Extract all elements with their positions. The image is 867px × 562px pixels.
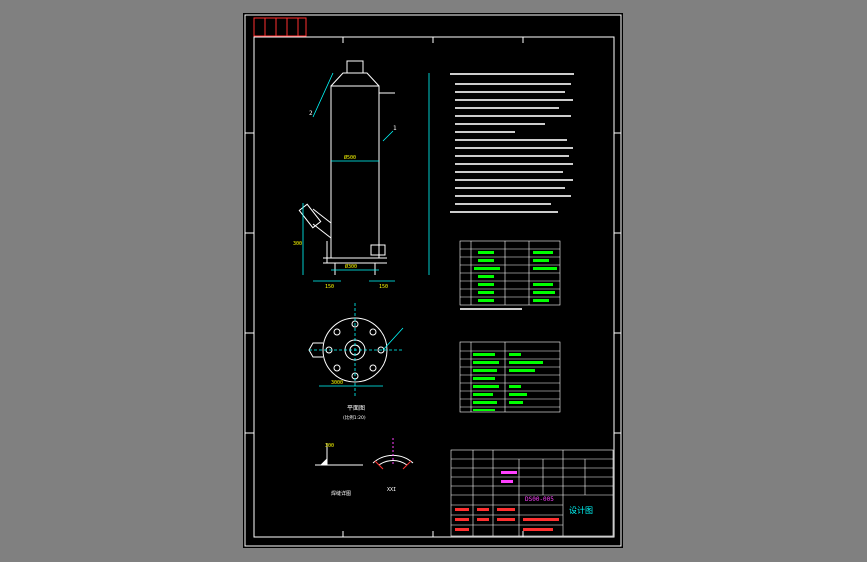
frame-ticks <box>245 37 621 537</box>
tank-elevation-drawing <box>298 60 395 275</box>
section-detail-icon <box>372 438 414 470</box>
inner-frame <box>253 36 615 538</box>
detail-view-title: 焊缝详图 <box>331 490 351 497</box>
parts-list-table <box>459 341 561 413</box>
dim-detail-height: 300 <box>325 443 334 449</box>
tank-dimensions <box>302 72 430 282</box>
title-block <box>450 449 614 537</box>
part-label-2: 2 <box>309 110 313 117</box>
title-block-red-cells <box>455 508 559 531</box>
parts-list-cells <box>473 353 543 411</box>
outer-frame <box>244 14 622 547</box>
plan-view-scale: (比例1:20) <box>343 414 366 421</box>
part-label-1: 1 <box>393 125 397 132</box>
dim-bottom-offset: 150 <box>379 284 388 290</box>
section-detail-label: XXI <box>387 487 396 493</box>
drawing-number: DS00-005 <box>525 496 554 503</box>
drawing-sheet: Ø500 300 Ø300 150 150 1 2 <box>243 13 623 548</box>
cad-drawing: Ø500 300 Ø300 150 150 1 2 <box>244 14 622 547</box>
corner-stamp <box>253 17 307 37</box>
drawing-title: 设计图 <box>569 505 593 515</box>
title-block-magenta-cells <box>501 471 517 483</box>
plan-dimensions <box>309 303 404 398</box>
dim-diameter-upper: Ø500 <box>344 154 356 161</box>
technical-notes <box>450 73 574 213</box>
dim-side-height: 300 <box>293 241 302 247</box>
nozzle-table <box>459 240 561 306</box>
plan-view-title: 平面图 <box>347 405 365 412</box>
dim-left-offset: 150 <box>325 284 334 290</box>
nozzle-table-note <box>460 308 522 310</box>
dim-plan-width: 3000 <box>331 380 343 386</box>
dim-diameter-lower: Ø300 <box>345 263 357 270</box>
nozzle-table-cells <box>474 251 557 302</box>
weld-detail-icon <box>315 443 363 466</box>
